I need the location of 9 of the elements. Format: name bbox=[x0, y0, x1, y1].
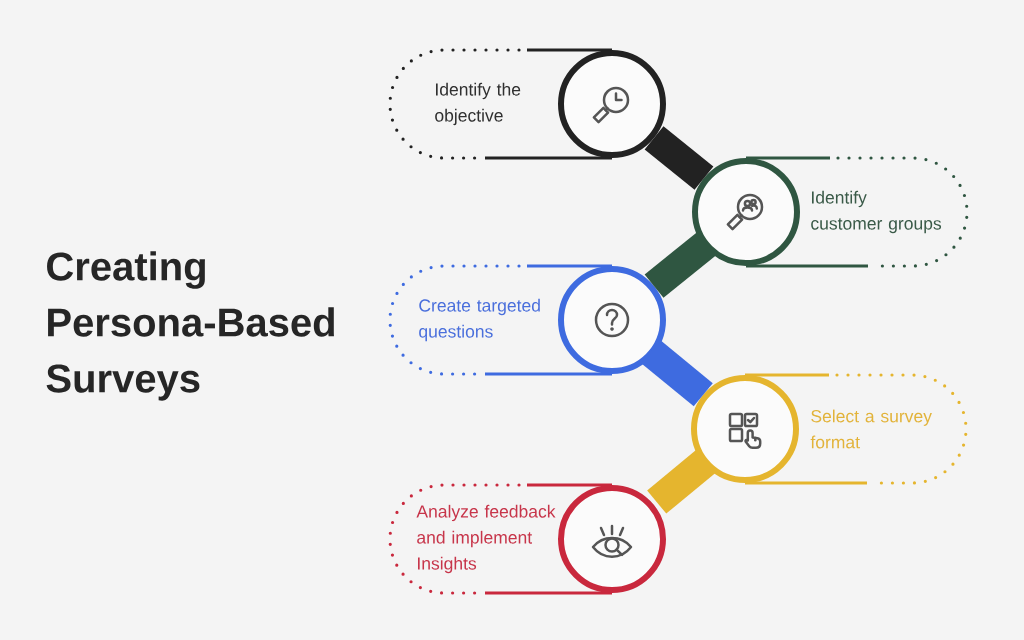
step-pill: Identify the objective bbox=[388, 48, 612, 160]
step-pill: Create targeted questions bbox=[388, 264, 612, 376]
connector bbox=[641, 340, 713, 407]
title: Creating Persona-Based Surveys bbox=[46, 251, 334, 401]
step-pill: Analyze feedback and implement Insights bbox=[388, 483, 612, 595]
step-pill: Select a survey format bbox=[745, 373, 968, 485]
step-pill: Identify customer groups bbox=[746, 156, 969, 268]
connector bbox=[644, 126, 714, 190]
connector bbox=[644, 231, 717, 298]
